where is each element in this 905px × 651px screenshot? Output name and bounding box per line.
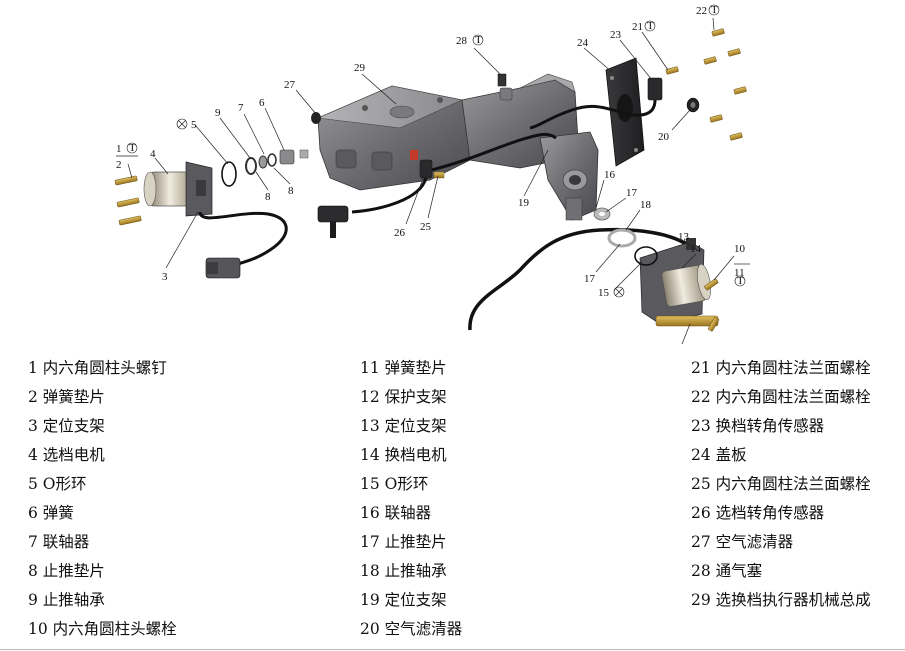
legend-item: 10 内六角圆柱头螺栓 (28, 620, 177, 638)
leader-lines (116, 17, 750, 345)
legend-column-1: 1 内六角圆柱头螺钉 2 弹簧垫片 3 定位支架 4 选档电机 5 O形环 6 … (28, 354, 177, 644)
callout-20: 20 (658, 131, 670, 143)
legend-item: 6 弹簧 (28, 504, 74, 522)
legend-item: 20 空气滤清器 (360, 620, 463, 638)
legend-item: 8 止推垫片 (28, 562, 105, 580)
callout-8a: 8 (265, 191, 271, 203)
legend-item: 19 定位支架 (360, 591, 447, 609)
socket-screws-1 (114, 175, 142, 226)
shift-motor (468, 227, 719, 331)
callout-24: 24 (577, 37, 589, 49)
callout-21: 21 (632, 21, 643, 33)
legend-item: 21 内六角圆柱法兰面螺栓 (691, 359, 871, 377)
callout-9: 9 (215, 107, 221, 119)
callout-13: 13 (678, 231, 690, 243)
legend-item: 14 换档电机 (360, 446, 447, 464)
callout-10: 10 (734, 243, 746, 255)
legend-item: 7 联轴器 (28, 533, 90, 551)
callout-4: 4 (150, 148, 156, 160)
callout-7: 7 (238, 102, 244, 114)
callout-labels: 1 T 2 4 3 5 9 7 6 8 8 27 29 28 T 24 23 2… (116, 4, 746, 299)
legend-item: 2 弹簧垫片 (28, 388, 105, 406)
legend-item: 18 止推轴承 (360, 562, 447, 580)
callout-3: 3 (162, 271, 168, 283)
legend-item: 5 O形环 (28, 475, 87, 493)
legend-item: 9 止推轴承 (28, 591, 105, 609)
shift-side-small-parts (593, 207, 658, 266)
socket-bolts-10 (704, 278, 719, 332)
legend-item: 13 定位支架 (360, 417, 447, 435)
actuator-assembly (316, 73, 599, 221)
callout-19: 19 (518, 197, 530, 209)
legend-item: 27 空气滤清器 (691, 533, 794, 551)
callout-25: 25 (420, 221, 432, 233)
flange-bolts-22 (665, 28, 747, 141)
breather-plug (497, 73, 507, 87)
callout-5-crossed-circle (176, 118, 188, 130)
legend-item: 1 内六角圆柱头螺钉 (28, 359, 167, 377)
callout-18: 18 (640, 199, 652, 211)
callout-21-torque: T (647, 20, 654, 32)
legend-item: 11 弹簧垫片 (360, 359, 447, 377)
callout-23: 23 (610, 29, 622, 41)
legend-item: 28 通气塞 (691, 562, 763, 580)
air-filter-20 (686, 97, 700, 113)
legend-column-3: 21 内六角圆柱法兰面螺栓 22 内六角圆柱法兰面螺栓 23 换档转角传感器 2… (691, 354, 871, 615)
legend-item: 29 选换档执行器机械总成 (691, 591, 871, 609)
callout-22-torque: T (711, 4, 718, 16)
legend-item: 3 定位支架 (28, 417, 105, 435)
air-filter-27 (311, 112, 321, 124)
callout-6: 6 (259, 97, 265, 109)
callout-11: 11 (734, 267, 745, 279)
callout-5: 5 (191, 119, 197, 131)
legend-column-2: 11 弹簧垫片 12 保护支架 13 定位支架 14 换档电机 15 O形环 1… (360, 354, 462, 644)
bottom-divider (0, 649, 905, 650)
legend-item: 25 内六角圆柱法兰面螺栓 (691, 475, 871, 493)
legend-item: 15 O形环 (360, 475, 429, 493)
legend-item: 24 盖板 (691, 446, 747, 464)
parts-legend: 1 内六角圆柱头螺钉 2 弹簧垫片 3 定位支架 4 选档电机 5 O形环 6 … (0, 350, 905, 646)
select-side-small-parts (221, 149, 309, 187)
callout-15-crossed-circle (613, 286, 625, 298)
shift-angle-sensor (529, 77, 663, 130)
legend-item: 17 止推垫片 (360, 533, 447, 551)
callout-17b: 17 (584, 273, 596, 285)
callout-2: 2 (116, 159, 122, 171)
legend-item: 12 保护支架 (360, 388, 447, 406)
callout-1: 1 (116, 143, 122, 155)
legend-item: 16 联轴器 (360, 504, 432, 522)
legend-item: 26 选档转角传感器 (691, 504, 825, 522)
callout-26: 26 (394, 227, 406, 239)
callout-29: 29 (354, 62, 366, 74)
select-angle-sensor (317, 132, 557, 238)
callout-8b: 8 (288, 185, 294, 197)
legend-item: 23 换档转角传感器 (691, 417, 825, 435)
legend-item: 4 选档电机 (28, 446, 105, 464)
callout-14: 14 (690, 243, 702, 255)
callout-28-torque: T (475, 34, 482, 46)
select-motor (143, 161, 288, 279)
callout-15: 15 (598, 287, 610, 299)
callout-22: 22 (696, 5, 707, 17)
exploded-view-diagram: 1 T 2 4 3 5 9 7 6 8 8 27 29 28 T 24 23 2… (114, 4, 750, 345)
legend-item: 22 内六角圆柱法兰面螺栓 (691, 388, 871, 406)
callout-27: 27 (284, 79, 296, 91)
callout-28: 28 (456, 35, 468, 47)
callout-1-torque: T (129, 142, 136, 154)
callout-16: 16 (604, 169, 616, 181)
callout-11-torque: T (737, 275, 744, 287)
callout-17a: 17 (626, 187, 638, 199)
